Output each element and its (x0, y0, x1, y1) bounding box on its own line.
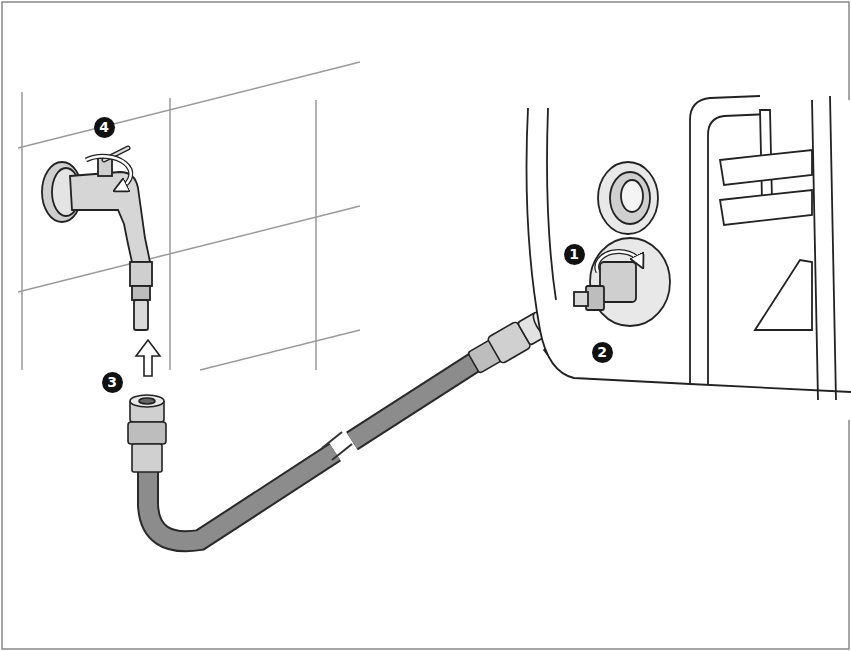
turn-arrow (597, 251, 640, 272)
turn-arrow (86, 156, 131, 188)
callout-number: 4 (94, 117, 115, 138)
wall-tiles (18, 62, 360, 370)
turn-arrow (86, 156, 131, 188)
hose (148, 360, 478, 541)
pressure-washer (527, 96, 851, 420)
turn-arrow (597, 251, 640, 272)
callout-number: 2 (592, 342, 613, 363)
callout-number: 3 (102, 372, 123, 393)
callout-number: 1 (564, 244, 585, 265)
push-arrow (136, 340, 160, 376)
hose-coupling (128, 395, 166, 472)
faucet (42, 148, 152, 330)
